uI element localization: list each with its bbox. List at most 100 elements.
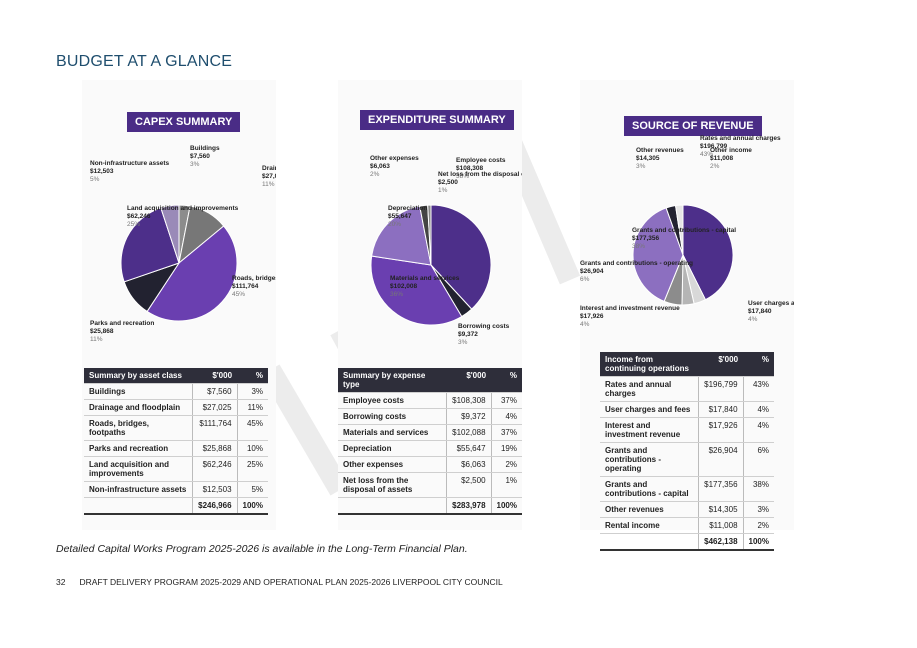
table-cell: $55,647: [446, 440, 492, 457]
table-cell: $102,088: [446, 424, 492, 441]
table-cell: $17,840: [698, 401, 744, 418]
table-cell: 2%: [742, 517, 774, 534]
table-cell: Land acquisition and improvements: [84, 456, 193, 482]
table-cell: 3%: [742, 501, 774, 518]
table-total-cell: [84, 497, 193, 515]
capex-header: CAPEX SUMMARY: [127, 112, 241, 132]
table-cell: Rates and annual charges: [600, 376, 699, 402]
pie-slice: [160, 204, 180, 264]
table-cell: 4%: [742, 417, 774, 443]
table-cell: $111,764: [192, 415, 238, 441]
table-total-cell: 100%: [236, 497, 268, 515]
table-cell: $12,503: [192, 481, 238, 498]
slice-label: Net loss from the disposal of assets$2,5…: [438, 171, 522, 194]
expenditure-header: EXPENDITURE SUMMARY: [360, 110, 514, 130]
table-cell: Buildings: [84, 383, 193, 400]
table-header-cell: $'000: [698, 352, 744, 377]
table-header-cell: Summary by expense type: [338, 368, 447, 393]
table-cell: 1%: [490, 472, 522, 498]
table-cell: Interest and investment revenue: [600, 417, 699, 443]
table-header-cell: %: [743, 352, 774, 377]
table-cell: Non-infrastructure assets: [84, 481, 193, 498]
table-cell: 5%: [236, 481, 268, 498]
table-cell: $25,868: [192, 440, 238, 457]
pie-slice: [682, 204, 734, 301]
table-row: Grants and contributions - capital$177,3…: [600, 476, 774, 502]
page-title: BUDGET AT A GLANCE: [56, 53, 233, 70]
table-total-cell: $246,966: [192, 497, 238, 515]
table-total-cell: $283,978: [446, 497, 492, 515]
footer-text: DRAFT DELIVERY PROGRAM 2025-2029 AND OPE…: [79, 577, 503, 587]
table-total-cell: 100%: [742, 533, 774, 551]
revenue-header: SOURCE OF REVENUE: [624, 116, 762, 136]
table-cell: Other expenses: [338, 456, 447, 473]
table-cell: $6,063: [446, 456, 492, 473]
table-cell: $26,904: [698, 442, 744, 477]
pie-slice: [120, 207, 180, 283]
table-cell: Parks and recreation: [84, 440, 193, 457]
expenditure-table: Summary by expense type$'000%Employee co…: [338, 368, 522, 515]
pie-slice: [430, 204, 492, 310]
table-cell: Net loss from the disposal of assets: [338, 472, 447, 498]
table-header-cell: %: [237, 368, 268, 384]
table-header-cell: $'000: [192, 368, 238, 384]
pie-slice: [371, 205, 432, 266]
table-cell: Roads, bridges, footpaths: [84, 415, 193, 441]
table-cell: $177,356: [698, 476, 744, 502]
table-row: Net loss from the disposal of assets$2,5…: [338, 472, 522, 498]
table-total-cell: [600, 533, 699, 551]
table-cell: Materials and services: [338, 424, 447, 441]
table-cell: $17,926: [698, 417, 744, 443]
table-header-cell: $'000: [446, 368, 492, 393]
table-cell: 19%: [490, 440, 522, 457]
table-cell: User charges and fees: [600, 401, 699, 418]
table-cell: $108,308: [446, 392, 492, 409]
table-cell: Employee costs: [338, 392, 447, 409]
table-cell: 3%: [236, 383, 268, 400]
table-cell: Drainage and floodplain: [84, 399, 193, 416]
slice-label: Grants and contributions - operating$26,…: [580, 260, 693, 283]
pie-slice: [632, 207, 684, 302]
table-cell: Depreciation: [338, 440, 447, 457]
table-cell: $196,799: [698, 376, 744, 402]
slice-label: Land acquisition and improvements$62,246…: [127, 205, 239, 228]
capex-table: Summary by asset class$'000%Buildings$7,…: [84, 368, 268, 515]
table-cell: 45%: [236, 415, 268, 441]
table-row: Land acquisition and improvements$62,246…: [84, 456, 268, 482]
table-row: Grants and contributions - operating$26,…: [600, 442, 774, 477]
table-cell: 4%: [490, 408, 522, 425]
table-cell: $2,500: [446, 472, 492, 498]
table-total-cell: $462,138: [698, 533, 744, 551]
table-cell: Other revenues: [600, 501, 699, 518]
pie-slice: [146, 225, 238, 322]
table-cell: 6%: [742, 442, 774, 477]
table-cell: 37%: [490, 424, 522, 441]
table-header-cell: Income from continuing operations: [600, 352, 699, 377]
revenue-table: Income from continuing operations$'000%R…: [600, 352, 774, 551]
